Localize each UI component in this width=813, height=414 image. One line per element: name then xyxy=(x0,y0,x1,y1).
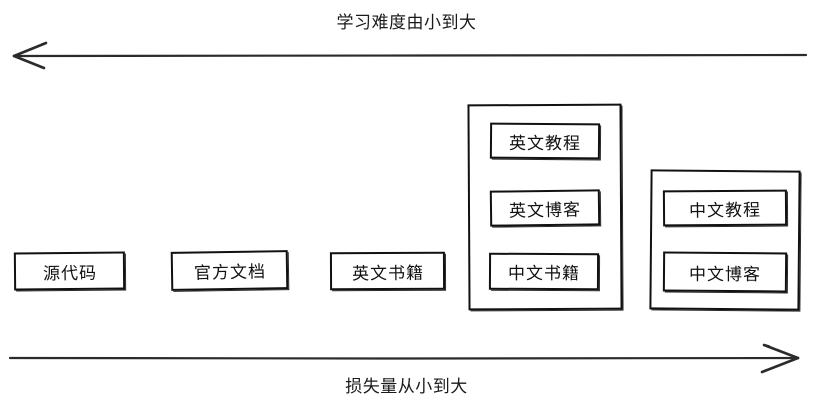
node-label: 中文教程 xyxy=(688,200,762,221)
node-label: 英文教程 xyxy=(508,133,582,154)
top-arrow xyxy=(12,41,808,70)
node-label: 中文书籍 xyxy=(507,263,581,285)
node-chinese-tutorial[interactable]: 中文教程 xyxy=(662,189,788,227)
node-label: 中文博客 xyxy=(688,264,762,285)
node-label: 英文书籍 xyxy=(351,263,424,284)
bottom-axis-label: 损失量从小到大 xyxy=(345,377,468,397)
node-label: 官方文档 xyxy=(193,262,266,284)
node-english-books[interactable]: 英文书籍 xyxy=(329,251,446,291)
node-label: 英文博客 xyxy=(508,199,582,222)
node-label: 源代码 xyxy=(42,263,97,284)
top-axis-label: 学习难度由小到大 xyxy=(336,13,477,33)
node-english-blog[interactable]: 英文博客 xyxy=(489,189,601,227)
node-english-tutorial[interactable]: 英文教程 xyxy=(489,122,601,160)
node-source-code[interactable]: 源代码 xyxy=(13,251,126,291)
node-chinese-books[interactable]: 中文书籍 xyxy=(488,252,600,291)
node-chinese-blog[interactable]: 中文博客 xyxy=(662,251,788,293)
node-official-docs[interactable]: 官方文档 xyxy=(170,250,289,291)
bottom-arrow xyxy=(8,343,800,374)
